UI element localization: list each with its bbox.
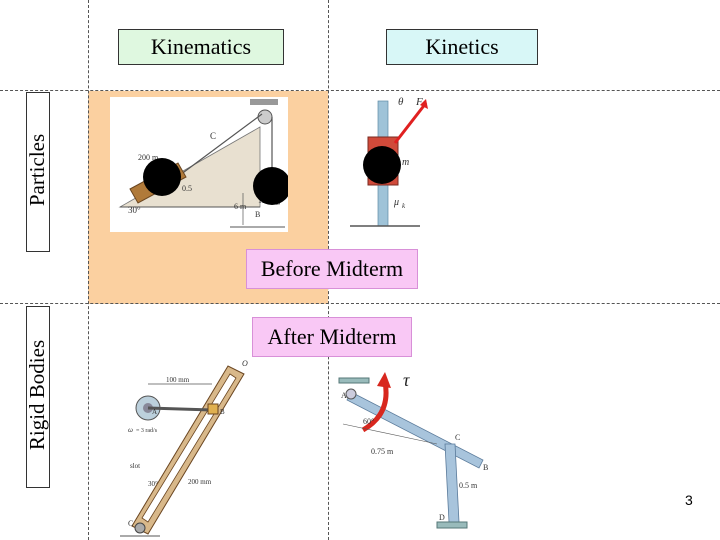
rigid-bodies-label-frame xyxy=(26,306,50,488)
label-slot: slot xyxy=(130,462,140,470)
label-omega-value: = 3 rad/s xyxy=(136,428,158,434)
label-angle: 30° xyxy=(148,480,158,488)
label-c: C xyxy=(128,519,133,528)
black-ball xyxy=(253,167,288,205)
label-100mm: 100 mm xyxy=(166,376,190,384)
label-f: F xyxy=(415,96,423,108)
grid-line xyxy=(0,303,720,304)
label-angle: 30° xyxy=(128,205,141,215)
label-o: O xyxy=(242,359,248,368)
label-a: A xyxy=(341,391,347,400)
label-mu: μ xyxy=(393,197,399,208)
label-05m: 0.5 m xyxy=(459,481,478,490)
rigid-kinematics-diagram: C O 100 mm A ω = 3 rad/s B slot 30° 200 … xyxy=(120,359,248,537)
particle-kinematics-diagram: C 200 m 0.5 30° 6 m 120 kg B xyxy=(110,97,288,232)
label-a: A xyxy=(152,408,157,416)
label-075m: 0.75 m xyxy=(371,447,394,456)
particle-kinetics-diagram: θ F m μ k xyxy=(350,93,430,228)
label-200mm: 200 mm xyxy=(188,478,212,486)
rigid-bodies-label: Rigid Bodies xyxy=(25,339,49,451)
kinematics-header: Kinematics xyxy=(118,29,284,65)
black-ball xyxy=(143,158,181,196)
after-midterm-label: After Midterm xyxy=(252,317,412,357)
label-b: B xyxy=(483,463,488,472)
label-c: C xyxy=(455,433,460,442)
label-angle: 60° xyxy=(363,417,374,426)
particles-label-frame xyxy=(26,92,50,252)
label-mu-sub: k xyxy=(402,202,406,210)
label-ratio: 0.5 xyxy=(182,184,192,193)
black-ball xyxy=(363,146,401,184)
particles-label: Particles xyxy=(25,133,49,207)
label-b: B xyxy=(255,210,260,219)
label-c: C xyxy=(210,131,216,141)
label-omega: ω xyxy=(128,426,133,434)
label-d: D xyxy=(439,513,445,522)
kinetics-header: Kinetics xyxy=(386,29,538,65)
grid-line xyxy=(0,90,720,91)
label-200: 200 m xyxy=(138,153,159,162)
label-tau: τ xyxy=(403,370,410,390)
page-number: 3 xyxy=(685,492,693,508)
label-m: m xyxy=(402,157,409,168)
rigid-kinetics-diagram: τ A 60° 0.75 m C B 0.5 m D xyxy=(338,370,488,529)
label-theta: θ xyxy=(398,96,404,108)
grid-line xyxy=(88,0,89,540)
before-midterm-label: Before Midterm xyxy=(246,249,418,289)
label-b: B xyxy=(220,408,225,416)
label-distance: 6 m xyxy=(234,202,247,211)
